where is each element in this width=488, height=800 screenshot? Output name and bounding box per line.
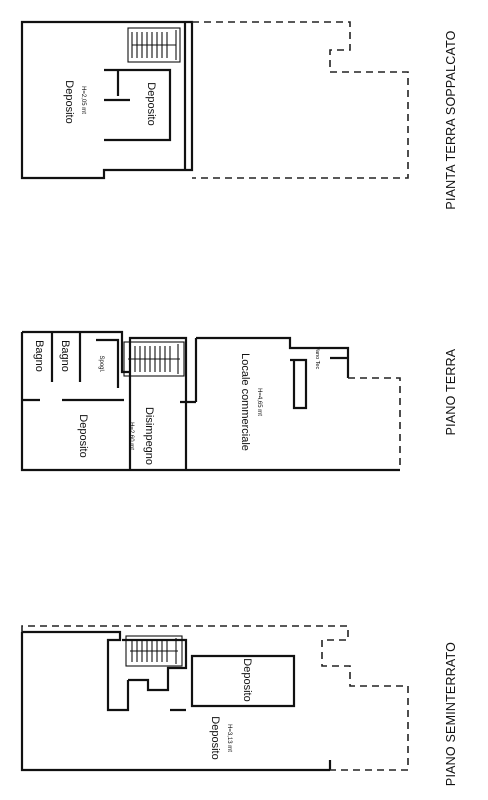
terra-deposito-label: Deposito [77, 414, 89, 457]
soppalcato-void-outline [192, 21, 409, 179]
floor-terra: Bagno Bagno Spogl. Deposito Disimpegno H… [20, 330, 458, 472]
soppalcato-stair [127, 27, 181, 63]
terra-bagno-2-label: Bagno [59, 340, 71, 372]
terra-bagno-1-label: Bagno [33, 340, 45, 372]
soppalcato-title: PIANTA TERRA SOPPALCATO [444, 30, 458, 209]
terra-locale-height: H=4,65 mt [256, 388, 262, 416]
terra-title: PIANO TERRA [444, 348, 458, 435]
soppalcato-deposito-small-label: Deposito [145, 82, 157, 125]
soppalcato-deposito-main-label: Deposito [63, 80, 75, 123]
seminterrato-deposito-small-label: Deposito [241, 658, 253, 701]
terra-locale-label: Locale commerciale [239, 353, 251, 451]
terra-spogl-label: Spogl. [98, 355, 104, 372]
seminterrato-outline-dashed [21, 625, 409, 771]
soppalcato-walls [20, 20, 194, 180]
seminterrato-stair [125, 635, 183, 667]
terra-outline-dashed [348, 377, 401, 470]
seminterrato-deposito-main-label: Deposito [209, 716, 221, 759]
floor-seminterrato: Deposito H=3,13 mt Deposito PIANO SEMINT… [20, 625, 458, 786]
terra-disimpegno-height: H=2,60 mt [128, 422, 134, 450]
seminterrato-title: PIANO SEMINTERRATO [444, 642, 458, 786]
terra-stair [123, 341, 185, 377]
soppalcato-deposito-main-height: H=2,05 mt [80, 86, 86, 114]
floor-soppalcato: Deposito H=2,05 mt Deposito PIANTA TERRA… [20, 20, 458, 210]
seminterrato-walls [20, 630, 332, 772]
terra-vano-label: Vano Tec [314, 347, 320, 370]
terra-disimpegno-label: Disimpegno [143, 407, 155, 465]
seminterrato-deposito-main-height: H=3,13 mt [226, 724, 232, 752]
